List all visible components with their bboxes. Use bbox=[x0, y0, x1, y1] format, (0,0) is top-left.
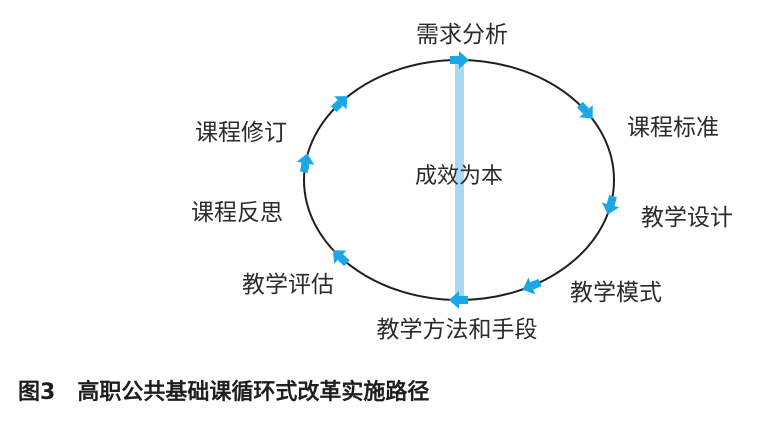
node-label-teaching-design: 教学设计 bbox=[641, 205, 733, 231]
figure-caption: 图3 高职公共基础课循环式改革实施路径 bbox=[18, 374, 429, 406]
figure-number: 图3 bbox=[18, 380, 56, 405]
arrow-to-course-reflection bbox=[296, 153, 315, 173]
node-label-needs-analysis: 需求分析 bbox=[416, 22, 508, 48]
node-label-course-revision: 课程修订 bbox=[195, 120, 287, 146]
node-label-teaching-methods: 教学方法和手段 bbox=[377, 317, 538, 343]
arrow-to-course-revision bbox=[330, 96, 348, 112]
node-label-teaching-mode: 教学模式 bbox=[570, 280, 662, 306]
arrow-to-teaching-evaluation bbox=[332, 250, 350, 267]
node-label-course-reflection: 课程反思 bbox=[191, 200, 283, 226]
node-label-curriculum-standard: 课程标准 bbox=[627, 115, 719, 141]
node-label-teaching-evaluation: 教学评估 bbox=[242, 272, 334, 298]
arrow-group bbox=[296, 51, 620, 309]
arrow-to-teaching-mode bbox=[522, 277, 542, 295]
center-label: 成效为本 bbox=[415, 164, 503, 189]
arrow-to-curriculum-standard bbox=[576, 101, 593, 119]
cycle-diagram: 成效为本 需求分析 课程标准 教学设计 教学模式 教学方法和手段 教学评估 课程… bbox=[191, 22, 733, 343]
center-axis-bar bbox=[455, 60, 464, 300]
figure-title: 高职公共基础课循环式改革实施路径 bbox=[77, 380, 430, 405]
arrow-to-teaching-design bbox=[601, 195, 620, 215]
arrow-to-needs-analysis bbox=[450, 51, 469, 69]
arrow-to-teaching-methods bbox=[449, 291, 468, 309]
